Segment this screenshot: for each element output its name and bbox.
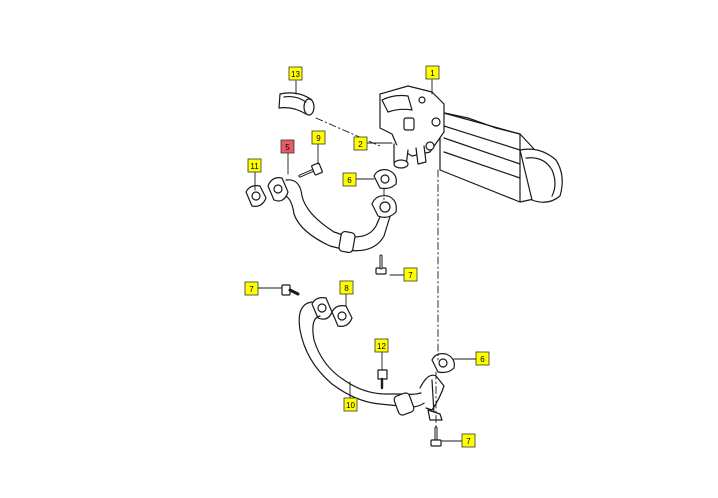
callout-number: 7 xyxy=(249,285,254,294)
callout-c1: 1 xyxy=(425,65,440,80)
callout-c12: 12 xyxy=(374,338,389,353)
callout-box xyxy=(475,351,490,366)
callout-number: 9 xyxy=(316,134,321,143)
callout-c8: 8 xyxy=(339,280,354,295)
part-5-egr-pipe xyxy=(267,177,397,254)
callout-c11: 11 xyxy=(247,158,262,173)
part-7-bolt-bottom xyxy=(430,426,442,447)
callout-c2: 2 xyxy=(353,136,368,151)
part-12-nut xyxy=(377,369,388,390)
callout-number: 5 xyxy=(285,143,290,152)
callout-c7a: 7 xyxy=(403,267,418,282)
callout-box xyxy=(247,158,262,173)
part-8-gasket xyxy=(331,305,353,327)
callout-box xyxy=(374,338,389,353)
part-9-bolt xyxy=(298,162,323,178)
part-10-egr-pipe xyxy=(298,297,445,421)
callout-box xyxy=(353,136,368,151)
callout-c10: 10 xyxy=(343,397,358,412)
callout-c5: 5 xyxy=(280,139,295,154)
callout-number: 7 xyxy=(466,437,471,446)
callout-number: 8 xyxy=(344,284,349,293)
callout-box xyxy=(403,267,418,282)
callout-box xyxy=(244,281,259,296)
callout-c6a: 6 xyxy=(342,172,357,187)
callout-number: 6 xyxy=(347,176,352,185)
part-1-egr-cooler xyxy=(379,85,563,203)
part-11-gasket xyxy=(245,185,267,207)
callout-c7c: 7 xyxy=(461,433,476,448)
callout-box xyxy=(342,172,357,187)
callout-number: 1 xyxy=(430,69,435,78)
callout-box xyxy=(288,66,303,81)
callout-box xyxy=(311,130,326,145)
callout-box xyxy=(461,433,476,448)
callout-number: 10 xyxy=(346,401,355,410)
callout-number: 7 xyxy=(408,271,413,280)
assembly-lines xyxy=(315,117,439,429)
callout-number: 2 xyxy=(358,140,363,149)
callout-box xyxy=(280,139,295,154)
callout-box xyxy=(343,397,358,412)
part-7-bolt-left xyxy=(281,284,300,296)
callout-c7b: 7 xyxy=(244,281,259,296)
callout-c6b: 6 xyxy=(475,351,490,366)
leader-lines xyxy=(254,79,477,442)
part-7-bolt-upper xyxy=(375,254,387,275)
callout-number: 12 xyxy=(377,342,386,351)
callout-number: 6 xyxy=(480,355,485,364)
callout-c13: 13 xyxy=(288,66,303,81)
callout-labels: 13 1 9 5 2 11 6 7 7 8 12 6 10 7 xyxy=(244,65,490,448)
callout-number: 11 xyxy=(250,162,259,171)
part-13-hose xyxy=(278,92,315,116)
part-6-gasket-upper xyxy=(373,169,397,190)
callout-number: 13 xyxy=(291,70,300,79)
callout-box xyxy=(339,280,354,295)
callout-c9: 9 xyxy=(311,130,326,145)
part-6-gasket-lower xyxy=(431,353,455,374)
callout-box xyxy=(425,65,440,80)
